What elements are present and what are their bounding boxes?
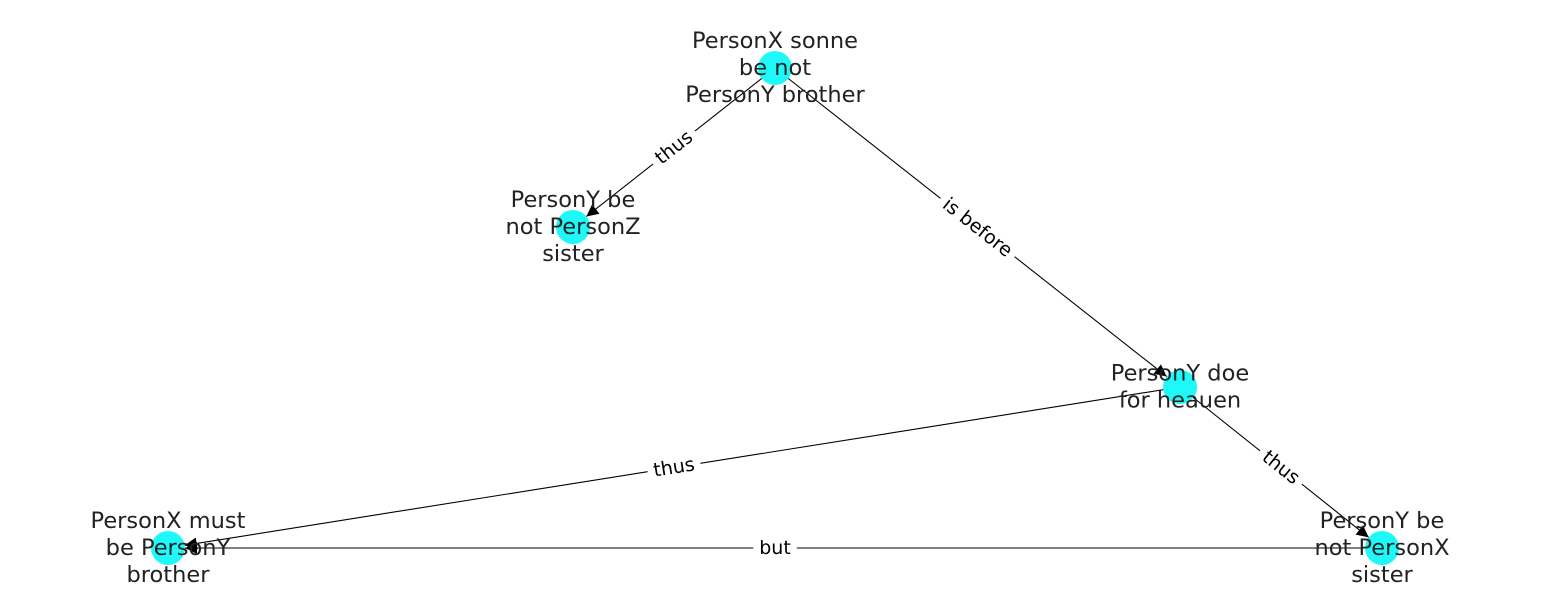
edge-e3: thus	[184, 386, 1181, 550]
edges-layer: thus is before thus thus but	[184, 67, 1382, 561]
edge-label: is before	[938, 193, 1016, 261]
edge-label-group: thus	[1252, 440, 1310, 495]
edge-label-group: thus	[644, 120, 704, 175]
node-label-line: PersonX must	[91, 508, 246, 534]
edge-e4: thus	[1179, 386, 1370, 538]
node-n2	[556, 210, 590, 244]
node-label-line: be PersonY	[106, 535, 231, 561]
edge-label-background	[1252, 440, 1310, 495]
edge-label-background	[644, 120, 704, 175]
node-label-line: brother	[127, 562, 211, 588]
node-label-line: be not	[739, 55, 811, 81]
node-n4	[151, 531, 185, 565]
node-label-line: PersonY doe	[1111, 361, 1249, 387]
edge-label-background	[645, 450, 703, 485]
node-label-line: not PersonZ	[505, 214, 640, 240]
node-label-line: sister	[1351, 562, 1413, 588]
node-label-line: PersonY brother	[685, 82, 865, 108]
node-n3	[1163, 370, 1197, 404]
node-label-line: PersonY be	[1320, 508, 1445, 534]
edge-label-group: but	[753, 535, 797, 561]
node-label-line: PersonY be	[511, 187, 636, 213]
edge-label-group: is before	[932, 188, 1023, 267]
node-label-line: sister	[542, 241, 604, 267]
node-n1	[758, 51, 792, 85]
node-label-line: not PersonX	[1314, 535, 1449, 561]
edge-e2: is before	[774, 67, 1167, 377]
edge-label: but	[759, 537, 791, 559]
edge-label-group: thus	[645, 450, 703, 485]
node-n5	[1365, 531, 1399, 565]
node-label-line: PersonX sonne	[692, 28, 858, 54]
edge-label-background	[932, 188, 1023, 267]
edge-e5: but	[185, 535, 1382, 561]
edge-label-background	[753, 535, 797, 561]
nodes-layer	[151, 51, 1399, 565]
node-label-line: for heauen	[1119, 388, 1241, 414]
